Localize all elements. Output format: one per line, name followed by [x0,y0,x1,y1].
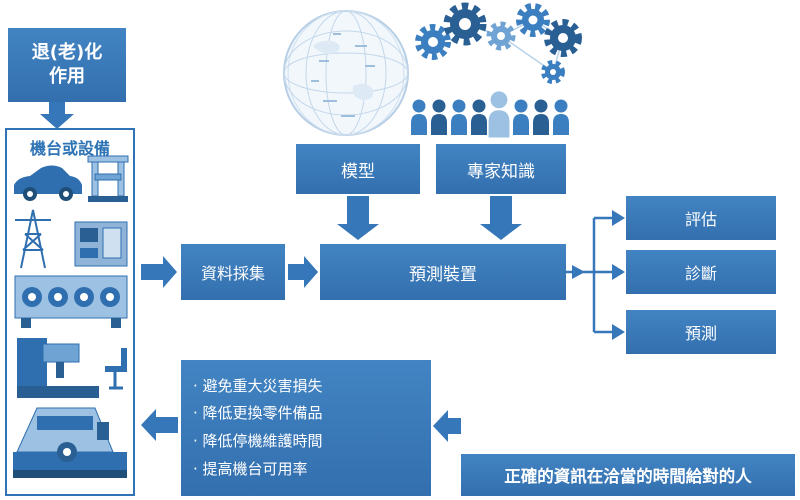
people-icon [411,91,569,138]
gears-and-people-icon [411,2,582,138]
arrow-left-into-benefits [433,410,461,442]
equipment-title: 機台或設備 [29,139,110,158]
benefit-item: · 提高機台可用率 [193,459,308,478]
equipment-images [13,155,129,478]
prediction-device-box: 預測裝置 [320,244,566,300]
gear-icon [415,24,451,60]
gear-icon [544,19,582,57]
arrow-right-data-to-prediction [288,256,318,288]
benefit-item: · 避免重大災害損失 [193,376,323,395]
cnc-machine-icon [17,338,127,398]
arrowhead-evaluate [612,210,625,226]
arrowhead-prediction-exit [572,265,585,279]
car-icon [14,165,82,201]
arrowhead-predict [612,324,625,340]
degradation-box: 退(老)化 作用 [8,28,126,102]
tagline-box: 正確的資訊在洽當的時間給對的人 [461,454,795,496]
degradation-line2: 作用 [49,66,85,87]
world-map-globe-icon [283,10,409,136]
gear-icon [443,2,487,46]
gear-icon [516,3,550,37]
arrowhead-diagnose [612,264,625,280]
arrow-down-degradation [40,102,74,129]
benefit-item: · 降低更換零件備品 [193,404,323,423]
test-machine-icon [87,155,129,202]
branch-line [566,216,613,334]
expert-knowledge-box: 專家知識 [436,144,566,194]
generator-icon [74,221,128,267]
power-tower-icon [15,209,51,269]
data-collection-box: 資料採集 [181,244,285,300]
arrow-left-benefits-to-equipment [141,409,178,441]
benefit-item: · 降低停機維護時間 [193,432,323,450]
benefits-box: · 避免重大災害損失 · 降低更換零件備品 · 降低停機維護時間 · 提高機台可… [181,360,431,496]
bandsaw-icon [13,407,127,478]
evaluate-box: 評估 [626,196,776,240]
press-machine-icon [14,275,128,328]
arrow-down-model [337,196,379,240]
gear-icon [541,60,565,84]
arrow-down-expert [480,196,522,240]
degradation-line1: 退(老)化 [31,41,103,63]
diagnose-box: 診斷 [626,250,776,294]
model-box: 模型 [296,144,420,194]
predict-box: 預測 [626,310,776,354]
arrow-right-equipment-to-data [141,256,177,288]
equipment-box: 機台或設備 [5,128,135,496]
gear-icon [486,21,516,51]
